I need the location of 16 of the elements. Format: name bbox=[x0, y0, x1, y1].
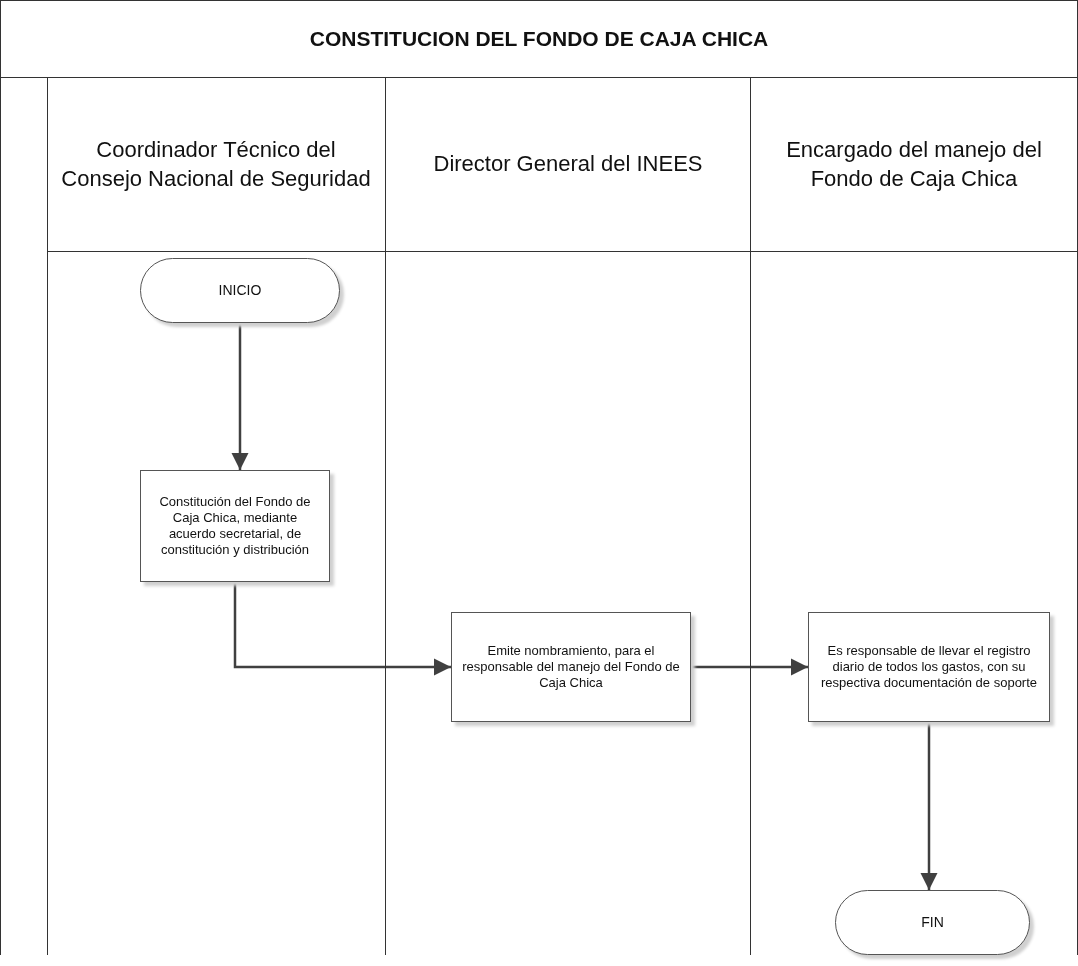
process-box: Es responsable de llevar el registro diario de todos los gastos, con su respectiva documentación de soporte bbox=[808, 612, 1050, 722]
arrow bbox=[231, 323, 249, 470]
lane-header: Director General del INEES bbox=[386, 77, 750, 252]
process-box: Constitución del Fondo de Caja Chica, mediante acuerdo secretarial, de constitución y distribución bbox=[140, 470, 330, 582]
lane-header: Encargado del manejo del Fondo de Caja Chica bbox=[751, 77, 1077, 252]
swimlane bbox=[751, 77, 1078, 955]
process-box: Emite nombramiento, para el responsable del manejo del Fondo de Caja Chica bbox=[451, 612, 691, 722]
swimlane bbox=[386, 77, 751, 955]
arrow bbox=[691, 658, 808, 676]
arrow bbox=[233, 582, 451, 676]
swimlane bbox=[47, 77, 386, 955]
arrow bbox=[920, 722, 938, 890]
lane-header: Coordinador Técnico del Consejo Nacional de Seguridad bbox=[47, 77, 385, 252]
terminator-shape: INICIO bbox=[140, 258, 340, 323]
title-band: CONSTITUCION DEL FONDO DE CAJA CHICA bbox=[0, 0, 1078, 78]
terminator-shape: FIN bbox=[835, 890, 1030, 955]
